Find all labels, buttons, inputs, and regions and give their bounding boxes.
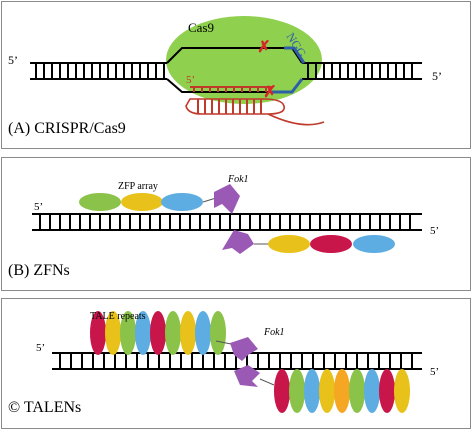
tale-repeat (135, 311, 151, 355)
tale-repeat (90, 311, 106, 355)
crispr-diagram: ✗ ✗ Cas9 NGG 5’ 5’ 5’ (8, 16, 442, 126)
tale-repeat (349, 369, 365, 413)
tale-repeat (150, 311, 166, 355)
tale-repeat (289, 369, 305, 413)
dna-duplex (32, 213, 422, 231)
tale-repeats-bottom (274, 369, 410, 413)
tale-repeats-label: TALE repeats (90, 311, 146, 322)
fok1-bottom (234, 365, 260, 387)
five-prime-right-label: 5’ (430, 225, 439, 237)
pam-strand (284, 46, 306, 64)
tale-repeat (195, 311, 211, 355)
talen-diagram: TALE repeats Fok1 5’ 5’ (36, 311, 439, 413)
caption-zfns: (B) ZFNs (8, 262, 70, 279)
five-prime-guide-label: 5’ (186, 74, 195, 86)
caption-talens: © TALENs (8, 399, 82, 416)
tale-repeat (379, 369, 395, 413)
zfn-diagram: ZFP array Fok1 5’ 5’ (32, 174, 439, 254)
tale-repeat (165, 311, 181, 355)
guide-rna (185, 86, 325, 126)
tale-repeat (210, 311, 226, 355)
fok1-label: Fok1 (263, 327, 285, 338)
tale-repeat (319, 369, 335, 413)
cas9-protein (166, 16, 322, 104)
five-prime-right-label: 5’ (430, 366, 439, 378)
tale-repeat (364, 369, 380, 413)
cut-mark-bottom: ✗ (263, 84, 276, 101)
fok1-top (230, 337, 258, 361)
panel-zfns: ZFP array Fok1 5’ 5’ (B) ZFNs (1, 157, 471, 291)
fok1-label: Fok1 (227, 174, 249, 185)
tale-repeat (180, 311, 196, 355)
tale-repeat (304, 369, 320, 413)
tale-repeat (105, 311, 121, 355)
cut-mark-top: ✗ (257, 39, 270, 56)
tale-repeat (334, 369, 350, 413)
caption-crispr: (A) CRISPR/Cas9 (8, 120, 126, 137)
cas9-label: Cas9 (188, 20, 214, 35)
five-prime-right-label: 5’ (432, 69, 442, 83)
zfp-array-label: ZFP array (118, 181, 158, 192)
five-prime-left-label: 5’ (8, 53, 18, 67)
tale-repeat (120, 311, 136, 355)
fok1-top (214, 184, 240, 214)
zfp-array-top (79, 193, 217, 211)
dna-rungs (35, 63, 413, 79)
five-prime-left-label: 5’ (34, 201, 43, 213)
five-prime-left-label: 5’ (36, 342, 45, 354)
tale-repeat (394, 369, 410, 413)
panel-talens: TALE repeats Fok1 5’ 5’ © TALENs (1, 298, 471, 429)
zfp-array-bottom (254, 235, 395, 253)
panel-crispr-cas9: ✗ ✗ Cas9 NGG 5’ 5’ 5’ (A) CRISPR/Cas9 (1, 1, 471, 149)
tale-repeats-top (90, 311, 226, 355)
tale-repeat (274, 369, 290, 413)
fok1-bottom (222, 230, 254, 254)
